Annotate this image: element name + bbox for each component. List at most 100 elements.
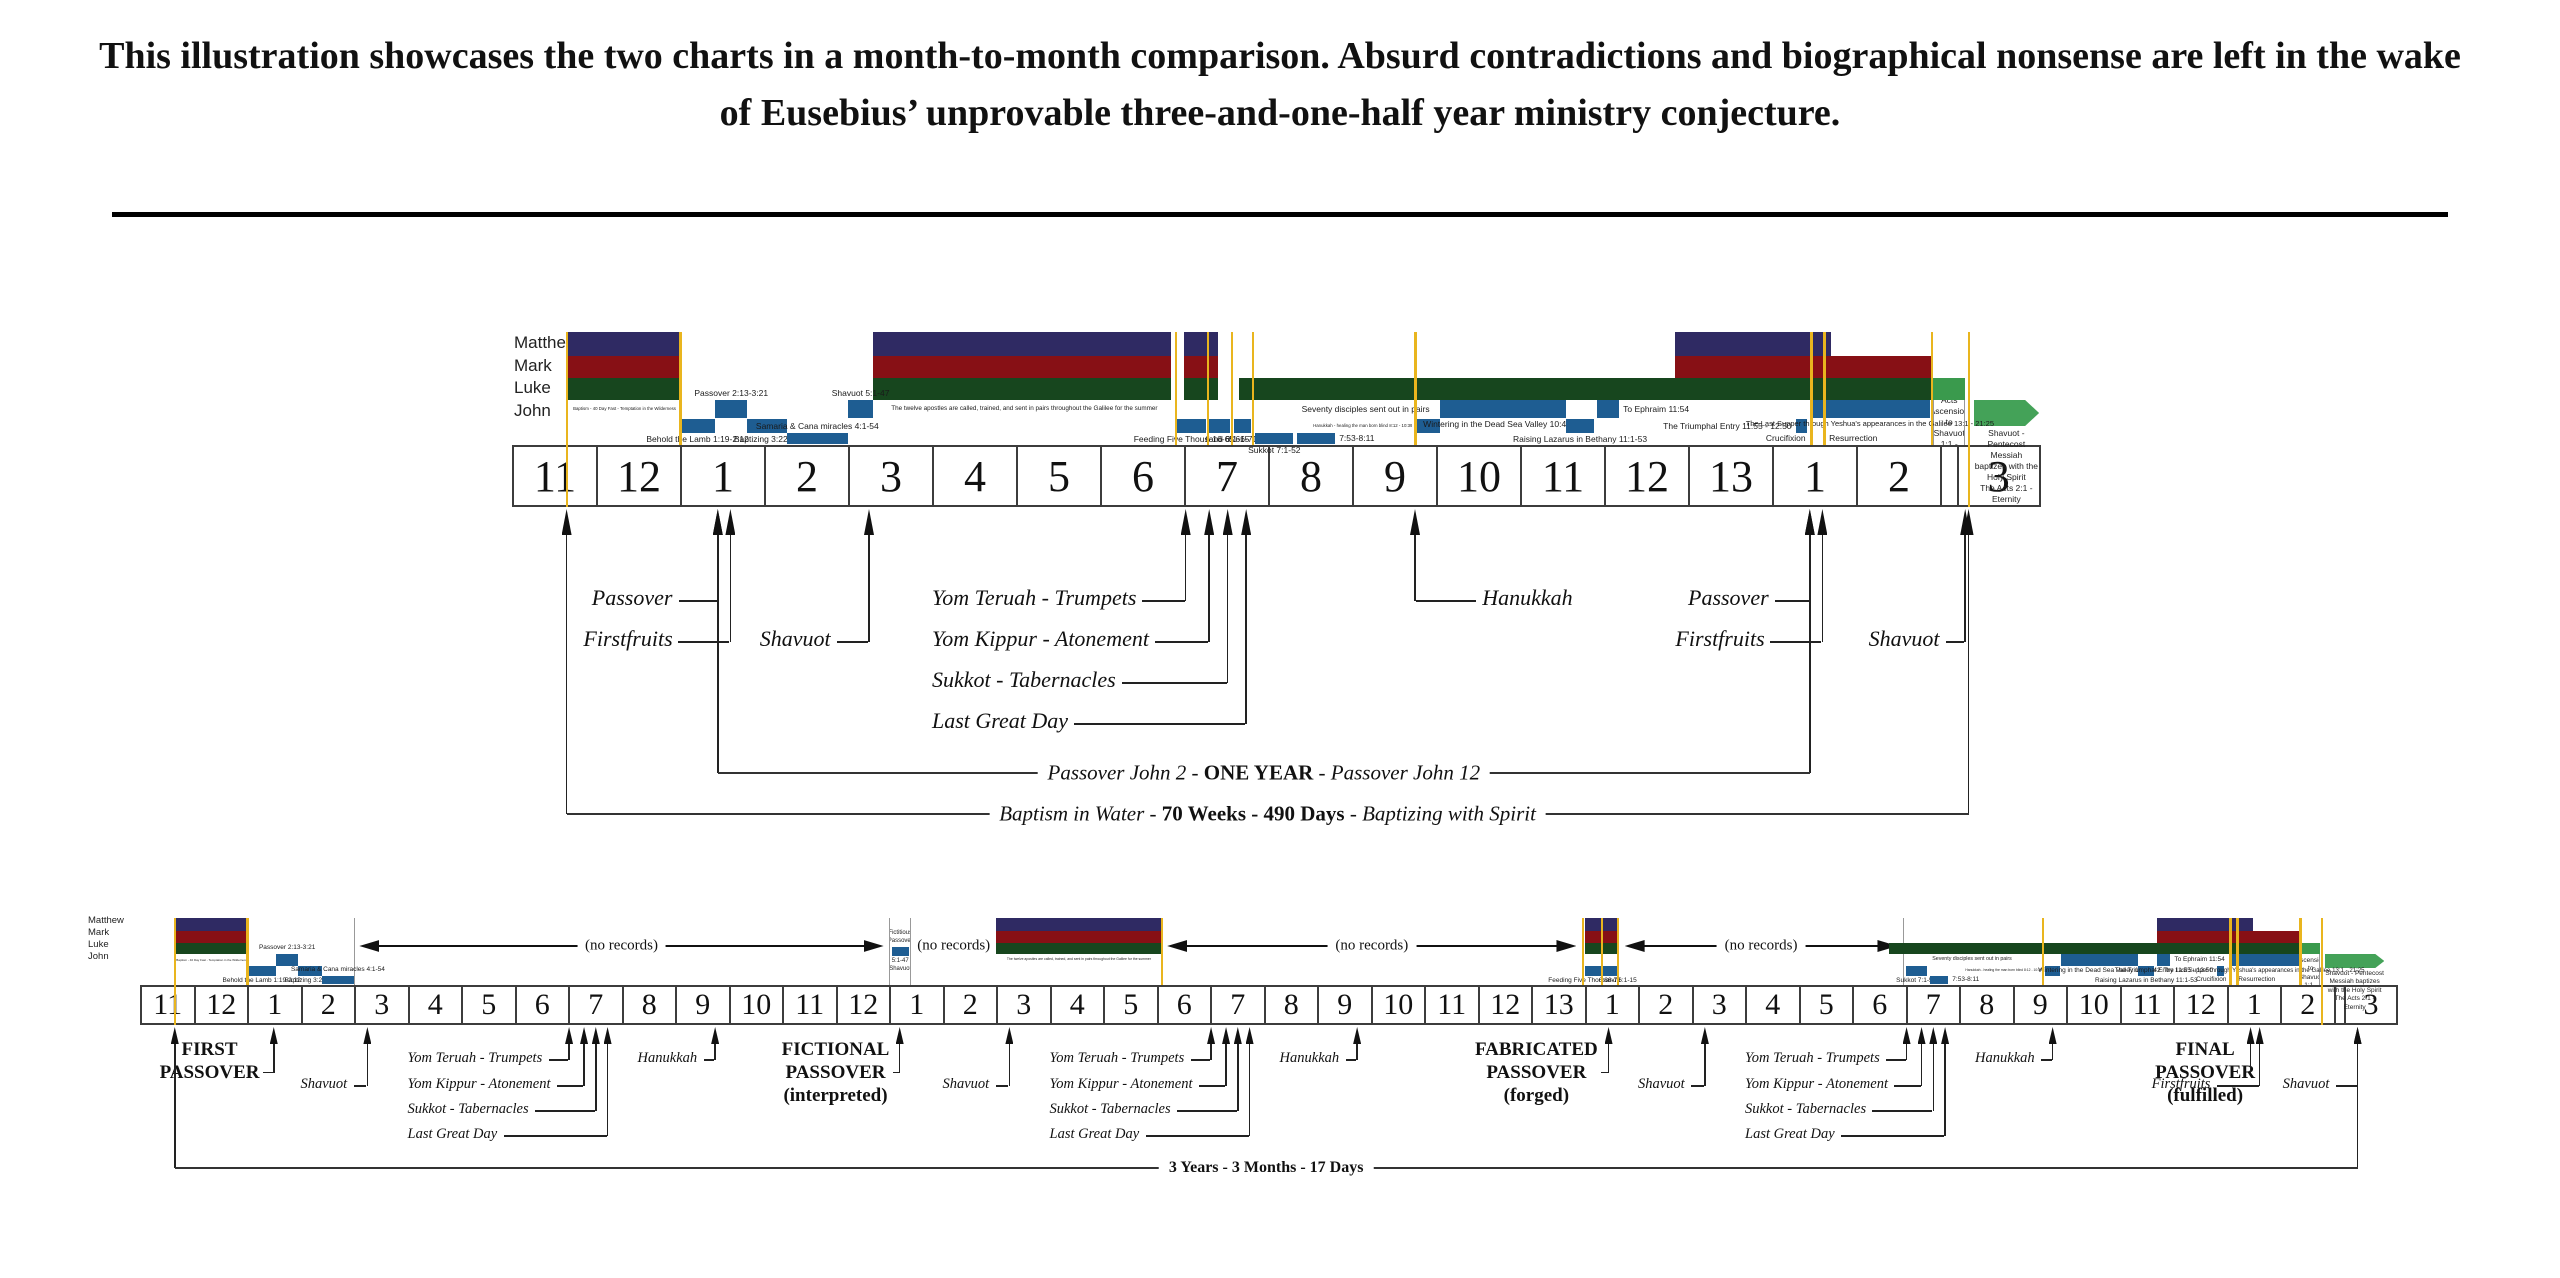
bracket-label: Passover John 2 - ONE YEAR - Passover Jo…: [1037, 761, 1491, 785]
john-bar-label: Seventy disciples sent out in pairs: [1301, 403, 1430, 414]
annotation-line: [568, 1044, 570, 1060]
annotation-arrow-icon: [725, 509, 736, 535]
no-records-label: (no records): [1716, 937, 1806, 955]
annotation-line: [995, 1085, 1009, 1087]
john-bar: [1809, 400, 1930, 418]
month-cell: 6: [1852, 985, 1906, 1025]
annotation-arrow-icon: [1222, 509, 1233, 535]
annotation-line: [1809, 535, 1811, 773]
gospel-bar-luke: [1889, 943, 2299, 954]
month-cell: 7: [568, 985, 622, 1025]
month-cell: 11: [1520, 445, 1604, 507]
month-cell: 1: [1584, 985, 1638, 1025]
month-cell: 2: [2280, 985, 2334, 1025]
annotation-line: [1932, 1044, 1935, 1111]
john-bar: [321, 976, 354, 984]
annotation-line: [836, 641, 868, 643]
event-line: [2320, 918, 2324, 1025]
no-records-label: (no records): [909, 937, 999, 955]
festival-label: Sukkot - Tabernacles: [932, 667, 1116, 693]
event-line: [1810, 332, 1813, 445]
acts-label-line: Ascension: [2302, 956, 2319, 964]
spirit-arrow-bar: [1974, 400, 2040, 426]
annotation-arrow-icon: [1245, 1027, 1254, 1044]
month-cell: 6: [1156, 985, 1210, 1025]
festival-label: Passover: [1688, 585, 1769, 611]
john-bar: [1177, 419, 1206, 433]
annotation-line: [1210, 1044, 1212, 1060]
annotation-line: [1691, 1085, 1704, 1087]
month-cell: 8: [1959, 985, 2013, 1025]
fictional-column-line: Fictitious: [889, 930, 912, 936]
john-bar-label: Behold the Lamb 1:19-2:12: [222, 977, 301, 984]
month-cell: 3: [1691, 985, 1745, 1025]
gospel-row-label: Mark: [514, 356, 552, 375]
annotation-line: [1944, 1044, 1946, 1136]
annotation-line: [703, 1059, 715, 1061]
annotation-line: [1198, 1085, 1226, 1087]
annotation-line: [2258, 1044, 2261, 1086]
festival-label: Shavuot: [300, 1076, 348, 1092]
festival-label: Yom Teruah - Trumpets: [1745, 1050, 1880, 1066]
no-records-right-arrow-icon: [863, 940, 884, 952]
month-cell: [2333, 985, 2345, 1025]
month-cell: 6: [1100, 445, 1184, 507]
no-records-label: (no records): [577, 937, 666, 955]
month-cell: 11: [782, 985, 836, 1025]
annotation-arrow-icon: [2246, 1027, 2255, 1044]
annotation-arrow-icon: [1929, 1027, 1938, 1044]
john-bar: [2044, 966, 2060, 976]
festival-label: Yom Kippur - Atonement: [407, 1076, 551, 1092]
john-bar: [1415, 419, 1441, 433]
event-line: [1823, 332, 1826, 445]
month-cell: 10: [1436, 445, 1520, 507]
john-bar: [1209, 419, 1231, 433]
page-title: This illustration showcases the two char…: [99, 35, 2461, 134]
john-bar-label: 7:53-8:11: [1952, 975, 1980, 983]
festival-label: Last Great Day: [1049, 1126, 1140, 1142]
john-bar-label: The Triumphal Entry 11:55 - 12:50: [2114, 966, 2213, 974]
no-records-left-arrow-icon: [1624, 940, 1645, 952]
annotation-line: [1184, 535, 1187, 601]
annotation-line: [868, 535, 870, 642]
month-cell: 2: [942, 985, 996, 1025]
festival-label: Sukkot - Tabernacles: [1745, 1101, 1867, 1117]
event-line: [1600, 918, 1604, 985]
event-line: [173, 918, 177, 1025]
annotation-line: [1008, 1044, 1011, 1086]
gospel-row-label: John: [88, 951, 109, 962]
fictional-column-line: Shavuot: [889, 965, 912, 972]
annotation-arrow-icon: [591, 1027, 600, 1044]
event-line: [1930, 332, 1934, 445]
month-cell: 7: [1905, 985, 1959, 1025]
annotation-line: [1600, 1071, 1608, 1074]
john-bar-label: Resurrection: [1829, 433, 1878, 444]
annotation-line: [1145, 1135, 1249, 1137]
gospel-bar-mark: [566, 356, 680, 378]
john-bar-label: Feeding Five Thousand 6:1-15: [1548, 977, 1637, 984]
john-bar: [2060, 954, 2139, 966]
month-cell: 13: [1688, 445, 1772, 507]
event-line: [1160, 918, 1164, 985]
gospel-bar-mark: [996, 931, 1162, 943]
annotation-line: [1886, 1059, 1906, 1061]
festival-label: Yom Teruah - Trumpets: [932, 585, 1137, 611]
john-bar: [247, 966, 277, 976]
month-cell: 3: [354, 985, 408, 1025]
month-cell: 3: [848, 445, 932, 507]
annotation-line: [548, 1059, 569, 1061]
bracket-label: Baptism in Water - 70 Weeks - 490 Days -…: [989, 802, 1546, 826]
john-bar-label: The Last Supper through Yeshua's appeara…: [2163, 967, 2365, 974]
john-bar: [747, 419, 787, 433]
annotation-line: [1414, 535, 1416, 601]
annotation-arrow-icon: [2353, 1027, 2362, 1044]
spirit-arrow-label-line: Shavuot - Pentecost: [2325, 970, 2384, 977]
month-cell: 2: [1856, 445, 1940, 507]
annotation-arrow-icon: [603, 1027, 612, 1044]
annotation-line: [353, 1085, 367, 1087]
festival-label: Shavuot: [759, 626, 831, 652]
